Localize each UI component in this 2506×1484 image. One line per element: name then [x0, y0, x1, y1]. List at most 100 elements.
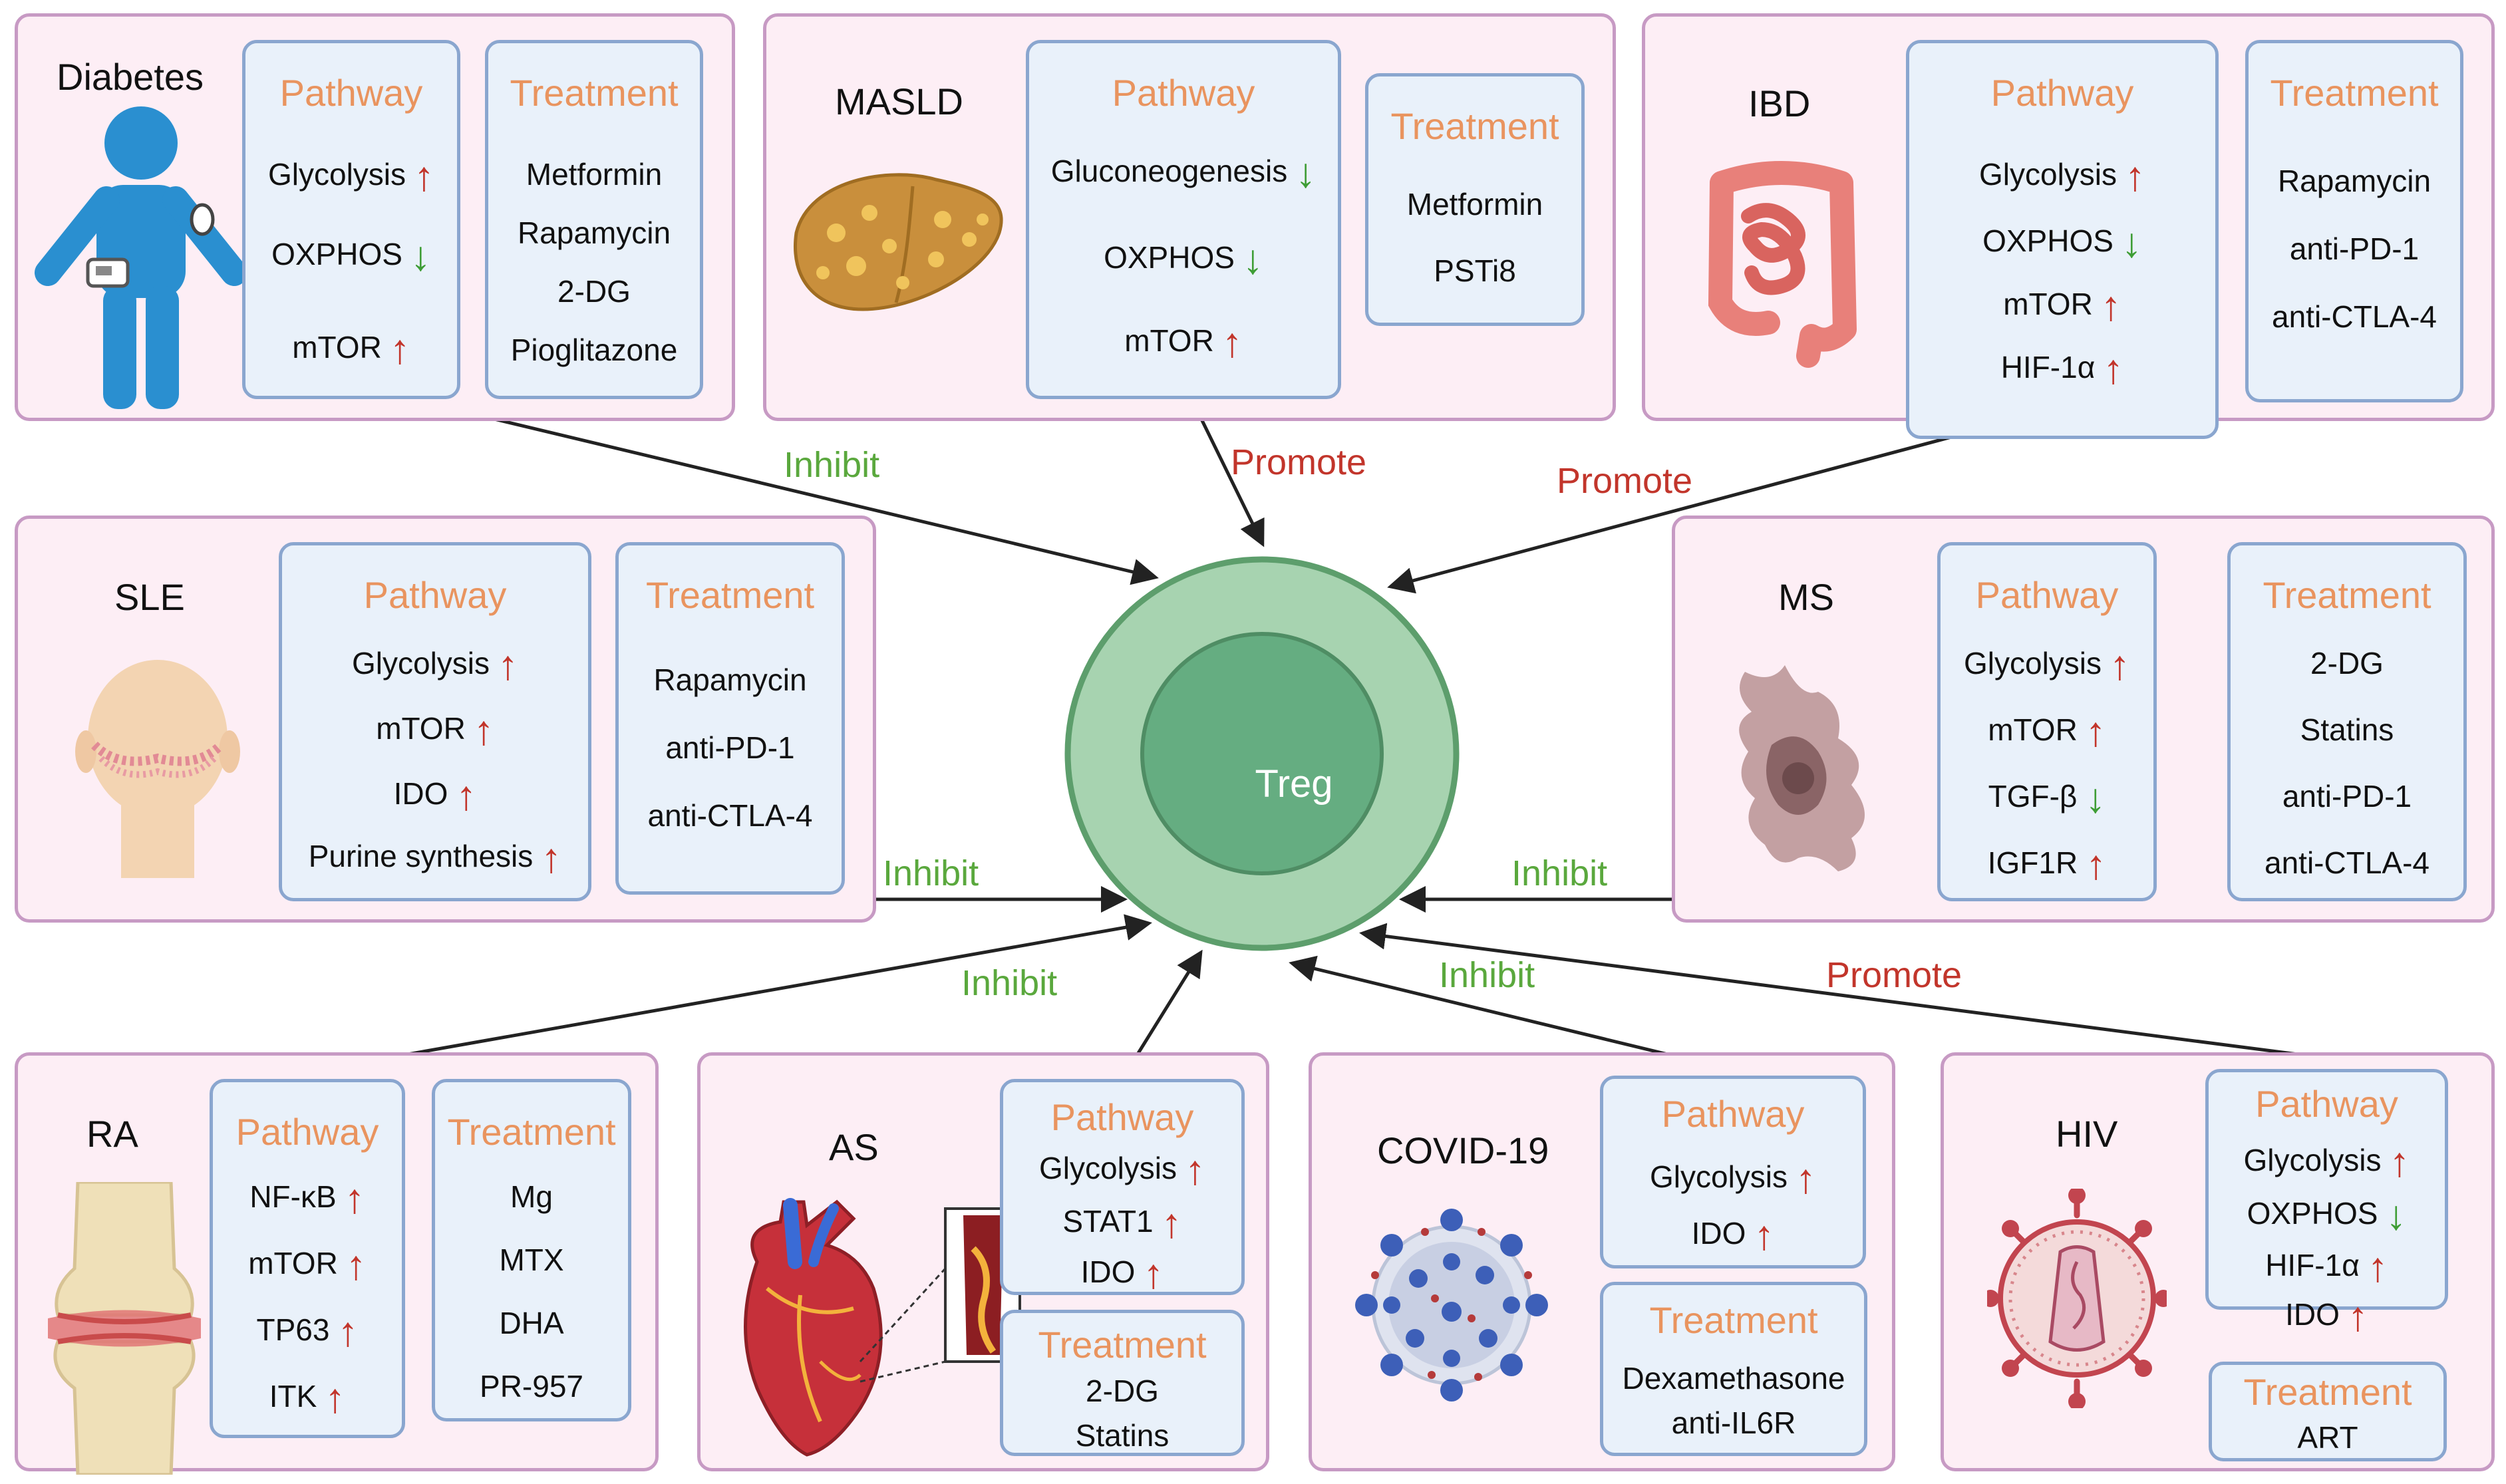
up-arrow-icon: ↑	[344, 1176, 365, 1222]
pathway-label: mTOR	[2003, 287, 2093, 321]
effect-label-hiv: Promote	[1826, 955, 1962, 995]
up-arrow-icon: ↑	[456, 773, 477, 819]
treatment-heading: Treatment	[645, 574, 815, 616]
treatment-heading: Treatment	[1649, 1299, 1818, 1341]
treatment-item: 2-DG	[557, 274, 631, 309]
pathway-item: Glycolysis↑	[2209, 1142, 2445, 1183]
treatment-item: DHA	[499, 1306, 564, 1340]
treatment-item: Pioglitazone	[510, 333, 678, 367]
pathway-item: Glycolysis↑	[1909, 156, 2215, 198]
treatment-heading: Treatment	[1390, 105, 1559, 147]
pathway-item: OXPHOS↓	[1029, 239, 1338, 281]
pathway-box: Pathway NF-κB↑ mTOR↑ TP63↑ ITK↑	[210, 1079, 405, 1438]
up-arrow-icon: ↑	[498, 643, 519, 688]
disease-name: COVID-19	[1377, 1129, 1549, 1171]
treatment-item: Statins	[1075, 1418, 1170, 1453]
up-arrow-icon: ↑	[2086, 842, 2107, 888]
pathway-heading: Pathway	[235, 1111, 379, 1153]
up-arrow-icon: ↑	[1754, 1213, 1775, 1259]
treg-label: Treg	[1255, 762, 1333, 806]
treatment-item: Rapamycin	[517, 216, 671, 250]
pathway-label: TP63	[256, 1312, 330, 1347]
pathway-item: Purine synthesis↑	[282, 838, 588, 879]
pathway-item: HIF-1α↑	[2209, 1247, 2445, 1288]
treatment-item: Mg	[510, 1179, 553, 1214]
panel-diabetes: Diabetes Pathway Glycolysis↑ OXPHOS↓ mTO…	[15, 13, 735, 421]
pathway-box: Pathway Glycolysis↑ IDO↑	[1600, 1076, 1866, 1268]
human-figure-icon	[35, 106, 247, 409]
treatment-box: Treatment Metformin Rapamycin 2-DG Piogl…	[485, 40, 703, 399]
down-arrow-icon: ↓	[2085, 776, 2106, 821]
down-arrow-icon: ↓	[2121, 220, 2142, 266]
treatment-item: Statins	[2300, 712, 2394, 747]
pathway-label: Glycolysis	[2243, 1143, 2382, 1177]
pathway-item: OXPHOS↓	[245, 236, 457, 277]
treatment-box: Treatment 2-DG Statins	[1000, 1310, 1245, 1456]
disease-name: HIV	[2056, 1113, 2118, 1155]
up-arrow-icon: ↑	[414, 154, 435, 200]
liver-icon	[794, 173, 1003, 311]
treatment-box: Treatment Metformin PSTi8	[1365, 73, 1585, 326]
pathway-box: Pathway Gluconeogenesis↓ OXPHOS↓ mTOR↑	[1026, 40, 1341, 399]
pathway-item: IDO↑	[1603, 1213, 1863, 1259]
pathway-label: IDO	[1691, 1216, 1746, 1251]
treatment-item: Dexamethasone	[1622, 1361, 1845, 1396]
panel-as: AS Pathway Glycolysis↑ STAT1↑ IDO↑ Treat…	[697, 1052, 1269, 1471]
up-arrow-icon: ↑	[1161, 1201, 1182, 1247]
pathway-item: HIF-1α↑	[1909, 349, 2215, 390]
pathway-item: mTOR↑	[213, 1245, 402, 1286]
pathway-heading: Pathway	[1661, 1093, 1805, 1135]
up-arrow-icon: ↑	[389, 327, 410, 372]
disease-name: AS	[829, 1126, 879, 1168]
pathway-label: TGF-β	[1988, 779, 2078, 814]
treatment-item: Metformin	[526, 157, 663, 192]
panel-ibd: IBD Pathway Glycolysis↑ OXPHOS↓ mTOR↑ HI…	[1642, 13, 2495, 439]
up-arrow-icon: ↑	[1796, 1156, 1817, 1202]
treatment-item: Metformin	[1406, 187, 1543, 222]
treatment-box: Treatment 2-DG Statins anti-PD-1 anti-CT…	[2227, 542, 2467, 901]
disease-name: IBD	[1748, 82, 1811, 124]
effect-label-sle: Inhibit	[883, 853, 979, 893]
pathway-label: OXPHOS	[2247, 1196, 2378, 1231]
pathway-label: mTOR	[248, 1246, 338, 1280]
panel-ms: MS Pathway Glycolysis↑ mTOR↑ TGF-β↓ IGF1…	[1672, 516, 2495, 923]
treatment-box: Treatment Rapamycin anti-PD-1 anti-CTLA-…	[2245, 40, 2463, 402]
pathway-box: Pathway Glycolysis↑ OXPHOS↓ HIF-1α↑ IDO↑	[2205, 1069, 2448, 1338]
up-arrow-icon: ↑	[1221, 320, 1243, 366]
pathway-label: mTOR	[292, 330, 382, 365]
intestine-icon	[1708, 161, 1857, 368]
pathway-item: IDO↑	[2209, 1296, 2445, 1338]
pathway-item: mTOR↑	[282, 710, 588, 752]
treatment-item: anti-PD-1	[2282, 779, 2412, 814]
pathway-label: Glycolysis	[1038, 1151, 1177, 1185]
pathway-item: Glycolysis↑	[1941, 643, 2153, 688]
pathway-item: STAT1↑	[1003, 1201, 1241, 1247]
pathway-label: OXPHOS	[1982, 223, 2114, 258]
pathway-label: Purine synthesis	[308, 839, 534, 873]
pathway-label: Gluconeogenesis	[1050, 154, 1288, 188]
pathway-item: TGF-β↓	[1941, 776, 2153, 821]
lesion-icon	[1739, 665, 1865, 871]
treatment-item: anti-CTLA-4	[2272, 299, 2437, 334]
pathway-item: Glycolysis↑	[282, 643, 588, 688]
up-arrow-icon: ↑	[2110, 643, 2131, 688]
panel-ra: RA Pathway NF-κB↑ mTOR↑ TP63↑ ITK↑ Treat…	[15, 1052, 659, 1475]
pathway-label: OXPHOS	[1104, 240, 1235, 275]
pathway-box: Pathway Glycolysis↑ STAT1↑ IDO↑	[1000, 1079, 1245, 1295]
treatment-heading: Treatment	[2270, 72, 2439, 114]
pathway-label: IGF1R	[1987, 845, 2078, 880]
treatment-item: anti-PD-1	[665, 730, 795, 765]
pathway-label: Glycolysis	[1963, 646, 2102, 680]
head-rash-icon	[75, 660, 240, 878]
disease-name: SLE	[114, 576, 185, 618]
pathway-label: mTOR	[1988, 712, 2078, 747]
pathway-box: Pathway Glycolysis↑ mTOR↑ TGF-β↓ IGF1R↑	[1937, 542, 2157, 901]
effect-label-masld: Promote	[1231, 442, 1367, 482]
up-arrow-icon: ↑	[337, 1309, 359, 1355]
treatment-heading: Treatment	[510, 72, 679, 114]
treatment-heading: Treatment	[447, 1111, 616, 1153]
pathway-item: mTOR↑	[245, 327, 457, 372]
treatment-item: Rapamycin	[653, 663, 807, 697]
pathway-item: IGF1R↑	[1941, 842, 2153, 888]
panel-sle: SLE Pathway Glycolysis↑ mTOR↑ IDO↑ Purin…	[15, 516, 876, 923]
